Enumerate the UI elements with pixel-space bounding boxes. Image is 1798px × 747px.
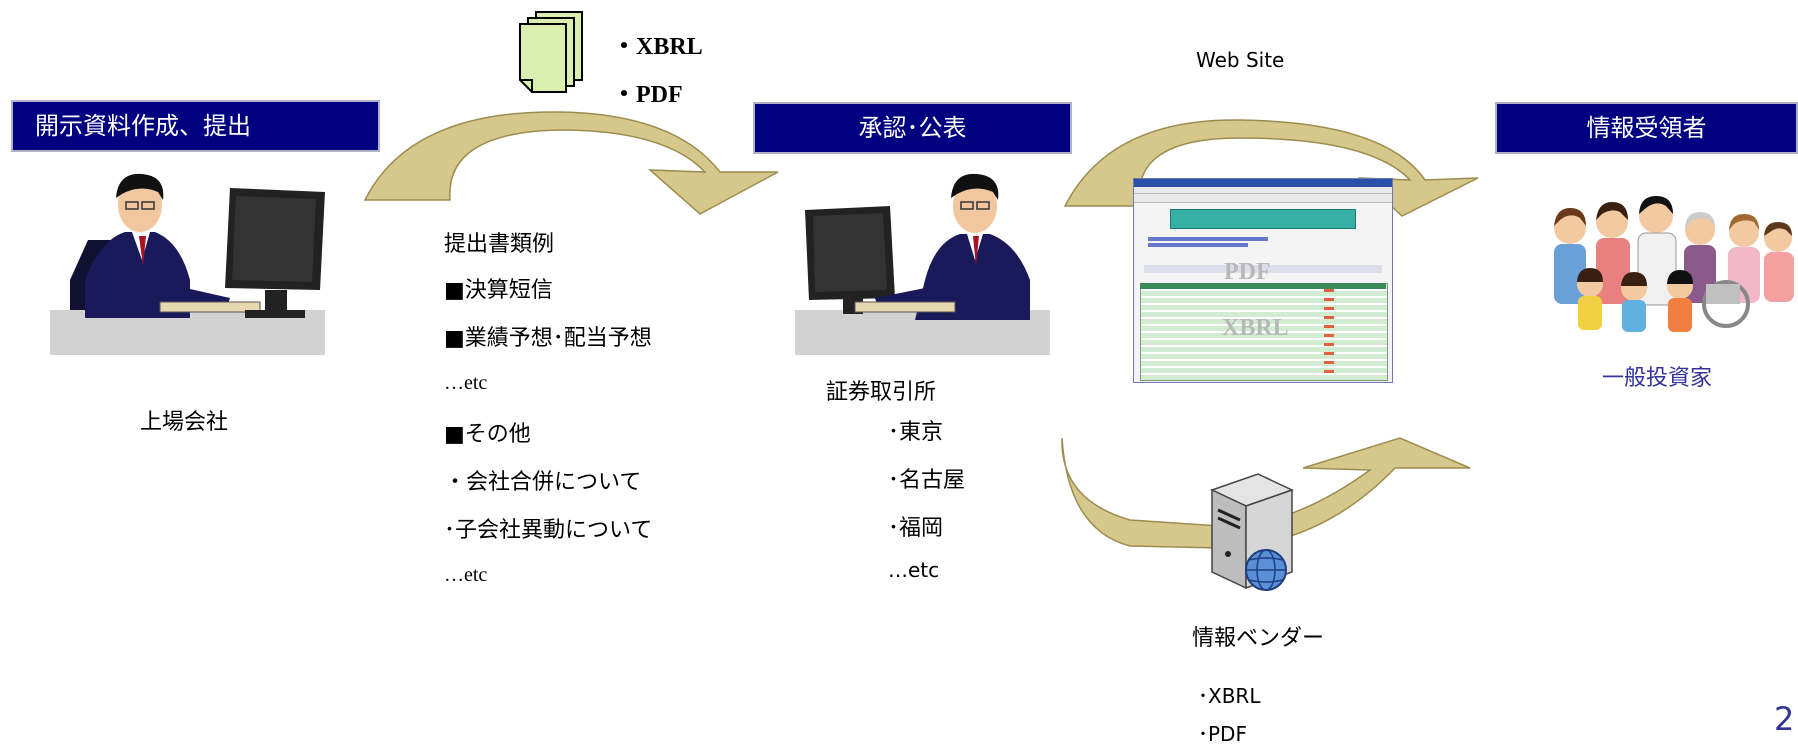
header-approval-label: 承認･公表 — [858, 114, 967, 142]
documents-title: 提出書類例 — [444, 232, 555, 257]
vendor-label: 情報ベンダー — [1192, 626, 1325, 651]
vendor-format-item: ･XBRL — [1198, 684, 1261, 708]
exchange-item: ･福岡 — [888, 516, 944, 541]
exchange-item: ･名古屋 — [888, 468, 966, 493]
header-disclosure-label: 開示資料作成、提出 — [35, 112, 251, 140]
arrow-submit-shape — [363, 111, 779, 215]
header-recipient: 情報受領者 — [1495, 102, 1798, 154]
exchange-title: 証券取引所 — [826, 380, 937, 405]
format-xbrl-top: ・XBRL — [612, 34, 703, 60]
exchange-item: …etc — [888, 558, 940, 582]
document-item: ■その他 — [444, 422, 531, 447]
header-recipient-label: 情報受領者 — [1586, 114, 1707, 142]
document-item: ・会社合併について — [444, 470, 642, 495]
document-item: ■業績予想･配当予想 — [444, 326, 652, 351]
website-overlay-xbrl: XBRL — [1222, 315, 1289, 341]
website-screenshot: PDF XBRL — [1133, 178, 1393, 383]
arrow-vendor — [1061, 437, 1471, 549]
document-item: …etc — [444, 564, 488, 586]
caption-general-investors: 一般投資家 — [1602, 366, 1713, 391]
vendor-format-item: ･PDF — [1198, 722, 1247, 746]
arrow-website — [1063, 119, 1479, 217]
office-worker-illustration-exchange — [795, 173, 1050, 355]
document-item: ■決算短信 — [444, 278, 553, 303]
investors-family-illustration — [1554, 196, 1794, 332]
website-label: Web Site — [1196, 48, 1285, 72]
header-approval: 承認･公表 — [753, 102, 1072, 154]
office-worker-illustration-left — [50, 173, 325, 355]
document-item: ･子会社異動について — [444, 518, 653, 543]
format-pdf-top: ・PDF — [612, 82, 683, 108]
document-item: …etc — [444, 372, 488, 394]
page-number: 2 — [1774, 700, 1795, 738]
document-stack-icon — [519, 11, 583, 93]
server-icon — [1210, 473, 1294, 591]
header-disclosure: 開示資料作成、提出 — [11, 100, 380, 152]
website-overlay-pdf: PDF — [1224, 259, 1271, 285]
exchange-item: ･東京 — [888, 420, 944, 445]
caption-listed-company: 上場会社 — [140, 410, 229, 435]
